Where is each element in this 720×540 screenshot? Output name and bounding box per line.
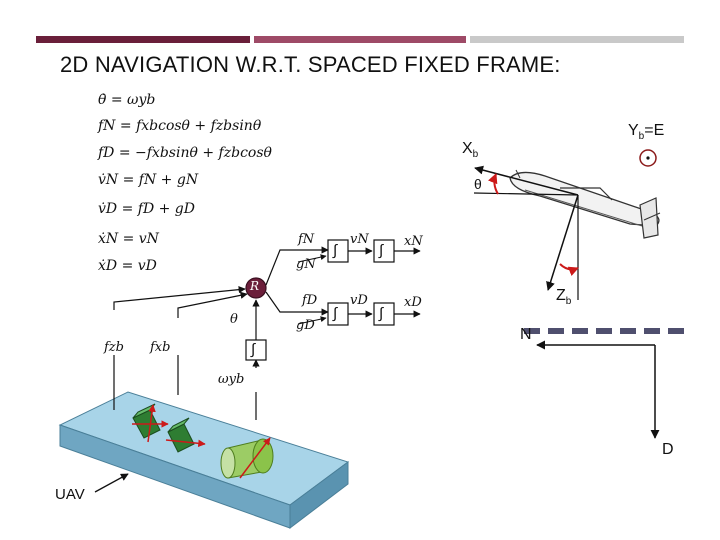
xb-axis-arrow: [474, 165, 579, 196]
theta-arc-lower: [559, 263, 579, 276]
north-axis-label: N: [520, 326, 532, 343]
fN-signal-label: fN: [298, 232, 315, 247]
down-axis-label: D: [662, 441, 674, 458]
accelerometer-sensor-1: [132, 403, 169, 443]
equation-vD-dot: v̇D = fD + gD: [98, 201, 195, 217]
integral-symbol-theta: ∫: [251, 341, 256, 358]
zb-axis-label: Zb: [556, 287, 572, 308]
equation-theta-dot: θ̇ = ωyb: [98, 92, 156, 108]
page-title: 2D NAVIGATION W.R.T. SPACED FIXED FRAME:: [60, 52, 561, 77]
yb-out-of-page-icon: [639, 149, 657, 167]
gyroscope-sensor: [220, 437, 274, 479]
uav-pointer-arrow: [94, 473, 129, 493]
accelerometer-sensor-2: [165, 417, 206, 453]
theta-arc-upper: [488, 173, 499, 195]
xN-signal-label: xN: [404, 234, 423, 249]
gN-signal-label: gN: [296, 257, 316, 272]
integral-symbol-vD: ∫: [333, 305, 338, 322]
yb-axis-label: Yb=E: [628, 122, 665, 143]
vN-signal-label: vN: [350, 232, 369, 247]
theta-angle-label: θ: [474, 176, 482, 192]
fxb-signal-label: fxb: [150, 340, 171, 355]
xD-signal-label: xD: [404, 295, 422, 310]
equation-xD-dot: ẋD = vD: [98, 258, 157, 274]
uav-label: UAV: [55, 486, 85, 503]
zb-axis-arrow: [546, 194, 579, 291]
aircraft-illustration: [509, 169, 661, 239]
integral-symbol-xD: ∫: [379, 305, 384, 322]
equation-vN-dot: v̇N = fN + gN: [98, 172, 199, 188]
header-bar-dark: [36, 36, 250, 43]
vD-signal-label: vD: [350, 293, 368, 308]
rotation-node-label: R: [250, 279, 260, 293]
omega-signal-label: ωyb: [218, 372, 245, 387]
fzb-signal-label: fzb: [104, 340, 124, 355]
equation-fN: fN = fxbcosθ + fzbsinθ: [98, 118, 262, 134]
fD-signal-label: fD: [302, 293, 318, 308]
gD-signal-label: gD: [296, 318, 315, 333]
header-bar-light: [470, 36, 684, 43]
theta-signal-label: θ: [230, 312, 238, 327]
integrator-theta-block: [245, 339, 267, 361]
header-bar-mid: [254, 36, 466, 43]
rotation-node: [245, 277, 267, 299]
xb-axis-label: Xb: [462, 140, 479, 161]
equation-xN-dot: ẋN = vN: [98, 231, 159, 247]
equation-fD: fD = −fxbsinθ + fzbcosθ: [98, 145, 272, 161]
integral-symbol-vN: ∫: [333, 242, 338, 259]
integral-symbol-xN: ∫: [379, 242, 384, 259]
uav-platform: [58, 391, 350, 530]
